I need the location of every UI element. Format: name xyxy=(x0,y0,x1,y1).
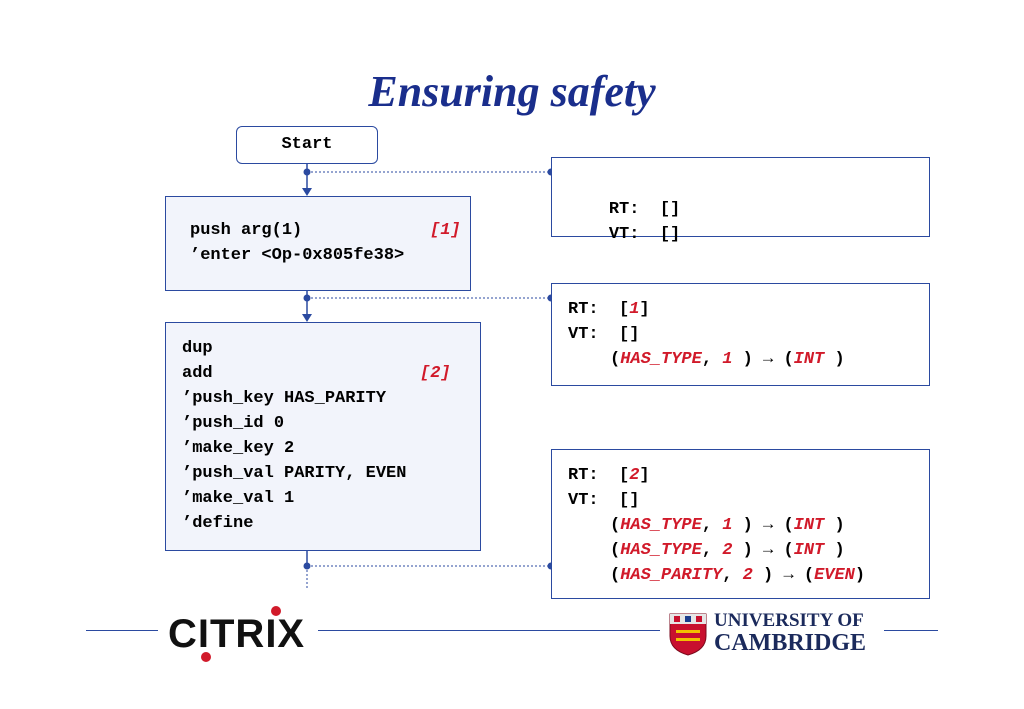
rt-label: RT: xyxy=(608,200,640,219)
vt-label: VT: xyxy=(568,325,599,344)
state-box-3: RT: [2] VT: [] (HAS_TYPE, 1 ) → (INT ) (… xyxy=(551,449,930,599)
code-line: ’push_key HAS_PARITY xyxy=(182,389,387,408)
vt-value: [] xyxy=(659,225,681,244)
code-line: dup xyxy=(182,339,213,358)
code-block-2: dup add [2] ’push_key HAS_PARITY ’push_i… xyxy=(165,322,481,551)
rt-value: 1 xyxy=(629,300,640,319)
code-line: add xyxy=(182,364,213,383)
cambridge-crest-icon xyxy=(669,613,707,656)
citrix-logo: CITRIX xyxy=(168,612,306,656)
cambridge-line2: CAMBRIDGE xyxy=(714,630,867,656)
state-box-1: RT: [] VT: [] xyxy=(551,157,930,244)
fact-row: (HAS_TYPE, 2 ) → (INT ) xyxy=(610,541,845,560)
vt-label: VT: xyxy=(608,225,640,244)
footer-rule-right xyxy=(884,630,938,631)
code-line: ’make_val 1 xyxy=(182,489,295,508)
code-line: push arg(1) xyxy=(190,221,303,240)
vt-value: [] xyxy=(619,325,640,344)
code-line: ’push_val PARITY, EVEN xyxy=(182,464,407,483)
code-block-1: push arg(1) [1] ’enter <Op-0x805fe38> xyxy=(165,196,471,291)
vt-value: [] xyxy=(619,491,640,510)
fact-row: (HAS_TYPE, 1 ) → (INT ) xyxy=(610,350,845,369)
start-label: Start xyxy=(281,135,333,154)
cambridge-line1: UNIVERSITY OF xyxy=(714,610,864,631)
state-box-2: RT: [1] VT: [] (HAS_TYPE, 1 ) → (INT ) xyxy=(551,283,930,386)
slide-title: Ensuring safety xyxy=(368,67,656,116)
code-line: ’define xyxy=(182,514,254,533)
code-line: ’enter <Op-0x805fe38> xyxy=(190,246,405,265)
start-node: Start xyxy=(236,126,378,164)
footer-rule-middle xyxy=(318,630,660,631)
fact-row: (HAS_PARITY, 2 ) → (EVEN) xyxy=(610,566,866,585)
rt-value: [] xyxy=(659,200,681,219)
code-line: ’push_id 0 xyxy=(182,414,285,433)
block-tag: [1] xyxy=(430,221,461,240)
code-line: ’make_key 2 xyxy=(182,439,295,458)
fact-row: (HAS_TYPE, 1 ) → (INT ) xyxy=(610,516,845,535)
vt-label: VT: xyxy=(568,491,599,510)
rt-value: 2 xyxy=(629,466,640,485)
footer-rule-left xyxy=(86,630,158,631)
rt-label: RT: xyxy=(568,300,599,319)
block-tag: [2] xyxy=(420,364,451,383)
rt-label: RT: xyxy=(568,466,599,485)
